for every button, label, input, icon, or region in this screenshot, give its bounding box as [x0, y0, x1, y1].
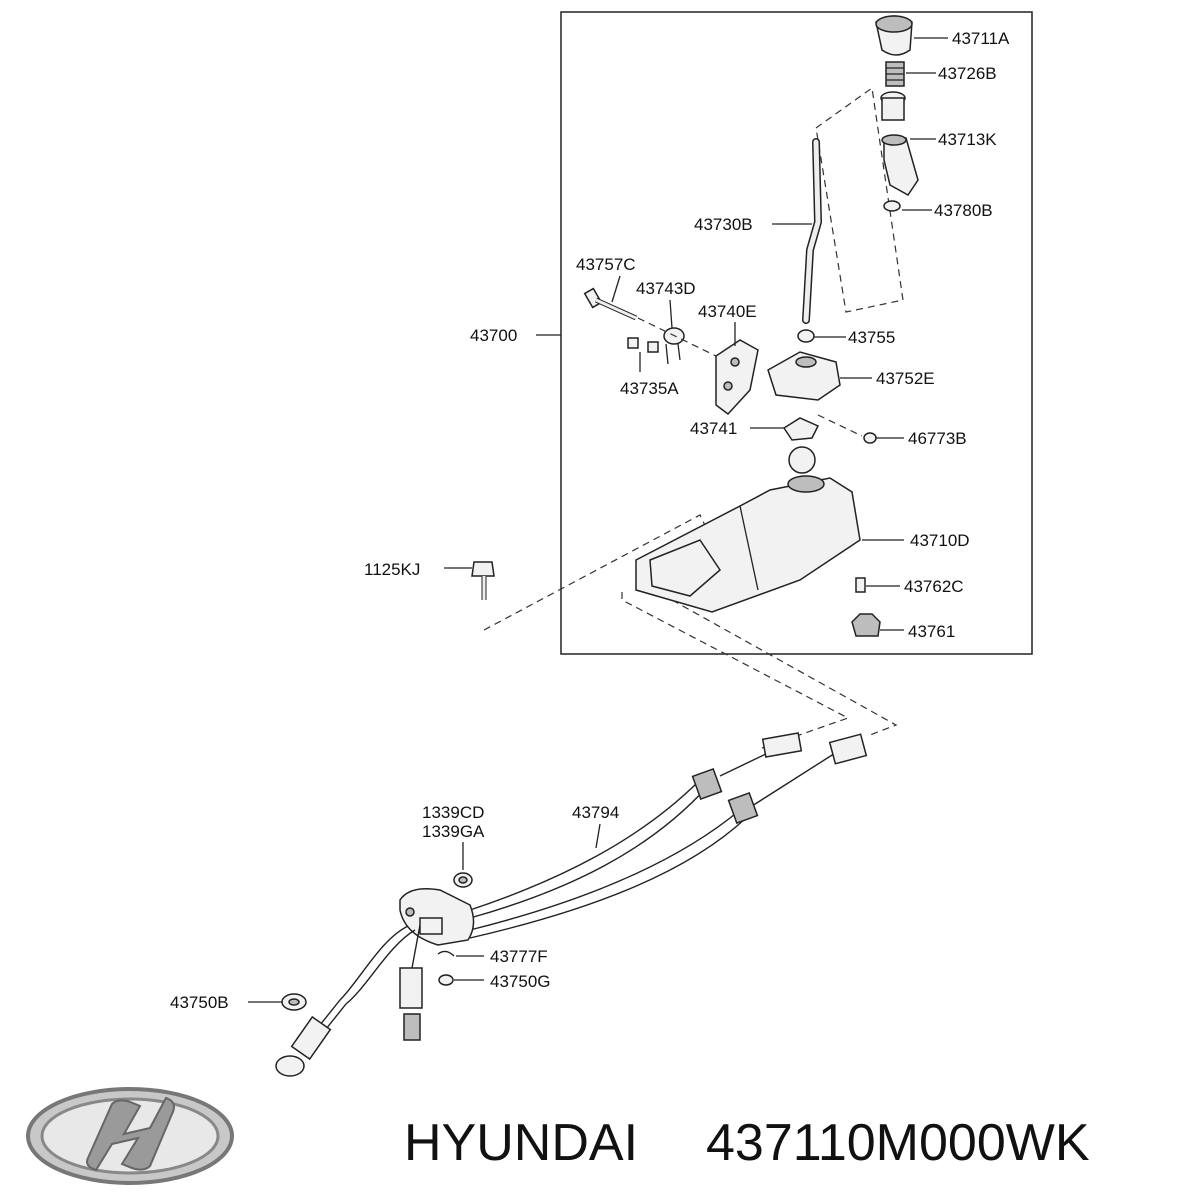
label-43761: 43761: [908, 622, 955, 641]
label-43777F: 43777F: [490, 947, 548, 966]
cable-route-outline: [621, 592, 850, 749]
hyundai-logo: [26, 1087, 234, 1185]
mounting-bolt-icon: [471, 561, 495, 600]
plate-icon: [715, 339, 759, 416]
label-43794: 43794: [572, 803, 619, 822]
clip-icon: [437, 950, 455, 957]
ball-icon: [788, 446, 816, 474]
cable-route-outline-2: [671, 599, 898, 736]
label-43740E: 43740E: [698, 302, 757, 321]
ring-icon: [883, 200, 901, 212]
label-43755: 43755: [848, 328, 895, 347]
label-1339CD: 1339CD: [422, 803, 484, 822]
shift-lever-outline: [815, 86, 904, 313]
washer-icon: [453, 872, 473, 888]
label-43750G: 43750G: [490, 972, 551, 991]
bolt-icon: [583, 287, 638, 321]
o-ring-icon: [863, 432, 877, 444]
label-43743D: 43743D: [636, 279, 696, 298]
bracket-icon: [767, 351, 841, 401]
label-43711A: 43711A: [952, 29, 1010, 48]
label-43710D: 43710D: [910, 531, 970, 550]
label-43726B: 43726B: [938, 64, 997, 83]
large-washer-icon: [281, 993, 307, 1011]
label-43757C: 43757C: [576, 255, 636, 274]
coil-spring-icon: [663, 327, 685, 365]
brand-caption: HYUNDAI: [404, 1114, 638, 1172]
pin-icon: [627, 337, 659, 353]
label-43713K: 43713K: [938, 130, 997, 149]
bushing-icon: [797, 329, 815, 343]
housing-pin-icon: [855, 577, 866, 593]
housing-outline: [483, 514, 713, 631]
label-43762C: 43762C: [904, 577, 964, 596]
label-43780B: 43780B: [934, 201, 993, 220]
label-43741: 43741: [690, 419, 737, 438]
label-43700: 43700: [470, 326, 517, 345]
part-number-caption: 437110M000WK: [706, 1114, 1090, 1172]
label-43735A: 43735A: [620, 379, 679, 398]
label-1125KJ: 1125KJ: [364, 560, 420, 579]
shift-cable-icon: [275, 732, 868, 1077]
label-43750B: 43750B: [170, 993, 229, 1012]
label-46773B: 46773B: [908, 429, 967, 448]
spring-icon: [885, 61, 905, 87]
housing-icon: [635, 475, 861, 613]
lever-head-icon: [880, 91, 919, 196]
label-43752E: 43752E: [876, 369, 935, 388]
nut-icon: [851, 613, 881, 637]
knob-icon: [875, 15, 913, 56]
assembly-frame: [560, 11, 1033, 655]
label-1339GA: 1339GA: [422, 822, 485, 841]
small-washer-icon: [438, 974, 454, 986]
label-43730B: 43730B: [694, 215, 753, 234]
socket-icon: [782, 417, 820, 441]
